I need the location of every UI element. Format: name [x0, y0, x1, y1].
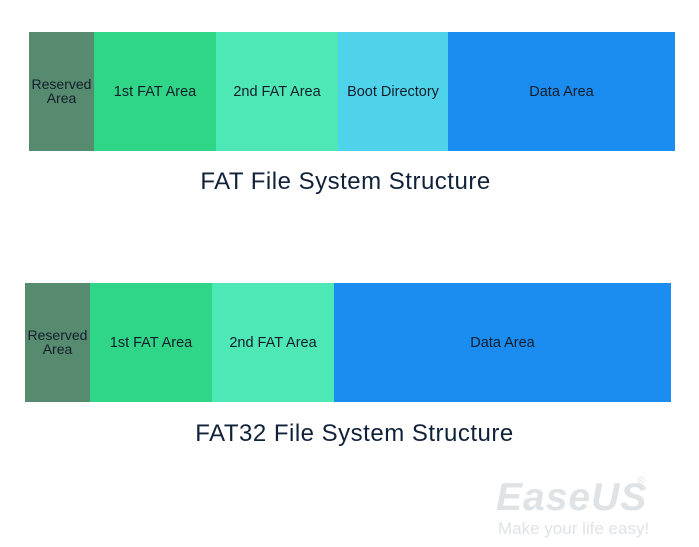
fat-structure-bar: Reserved Area 1st FAT Area 2nd FAT Area …: [29, 32, 675, 151]
fat-2nd-fat-area: 2nd FAT Area: [216, 32, 338, 151]
fat32-2nd-fat-area: 2nd FAT Area: [212, 283, 334, 402]
easeus-watermark: EaseUS ® Make your life easy!: [496, 475, 650, 538]
fat32-structure-bar: Reserved Area 1st FAT Area 2nd FAT Area …: [25, 283, 671, 402]
easeus-logo-text: EaseUS: [496, 476, 648, 519]
fat-caption: FAT File System Structure: [200, 168, 491, 195]
fat32-reserved-area: Reserved Area: [25, 283, 90, 402]
easeus-tagline: Make your life easy!: [498, 519, 650, 538]
fat32-data-area: Data Area: [334, 283, 671, 402]
fat-boot-directory: Boot Directory: [338, 32, 448, 151]
fat32-caption: FAT32 File System Structure: [195, 420, 514, 447]
fat-data-area: Data Area: [448, 32, 675, 151]
fat32-1st-fat-area: 1st FAT Area: [90, 283, 212, 402]
fat-1st-fat-area: 1st FAT Area: [94, 32, 216, 151]
registered-mark: ®: [637, 475, 646, 487]
fat-reserved-area: Reserved Area: [29, 32, 94, 151]
